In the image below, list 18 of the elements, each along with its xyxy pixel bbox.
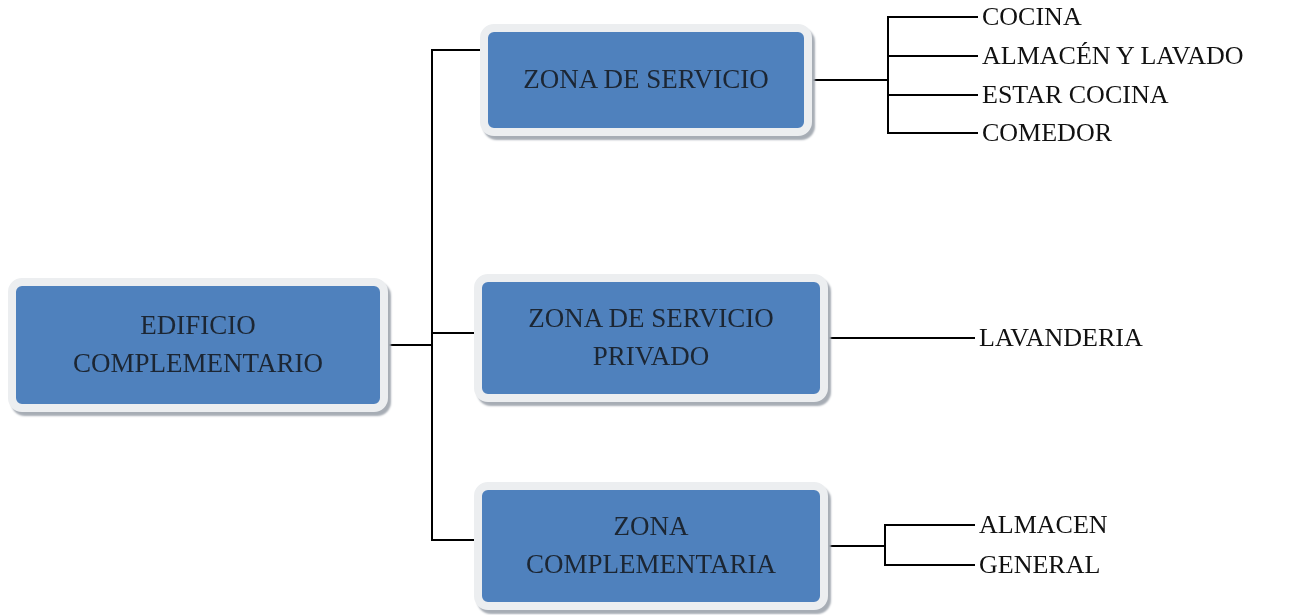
rounded-box	[8, 278, 388, 412]
item-label: ALMACÉN Y LAVADO	[978, 41, 1244, 71]
box-label: ZONA COMPLEMENTARIA	[525, 510, 777, 581]
item-label: ESTAR COCINA	[978, 80, 1169, 110]
box-label: ZONA DE SERVICIO	[523, 63, 769, 97]
box-label: ZONA DE SERVICIO PRIVADO	[527, 302, 775, 373]
connector-line	[811, 79, 979, 134]
item-label: COMEDOR	[978, 118, 1112, 148]
item-label: GENERAL	[975, 550, 1101, 580]
rounded-box	[480, 24, 812, 136]
rounded-box	[474, 482, 828, 610]
connector-line	[827, 545, 976, 566]
item-label: COCINA	[978, 2, 1082, 32]
item-label: ALMACEN	[975, 510, 1108, 540]
connector-line	[827, 337, 976, 339]
rounded-box	[474, 274, 828, 402]
item-label: LAVANDERIA	[975, 323, 1143, 353]
box-label: EDIFICIO COMPLEMENTARIO	[72, 309, 324, 380]
